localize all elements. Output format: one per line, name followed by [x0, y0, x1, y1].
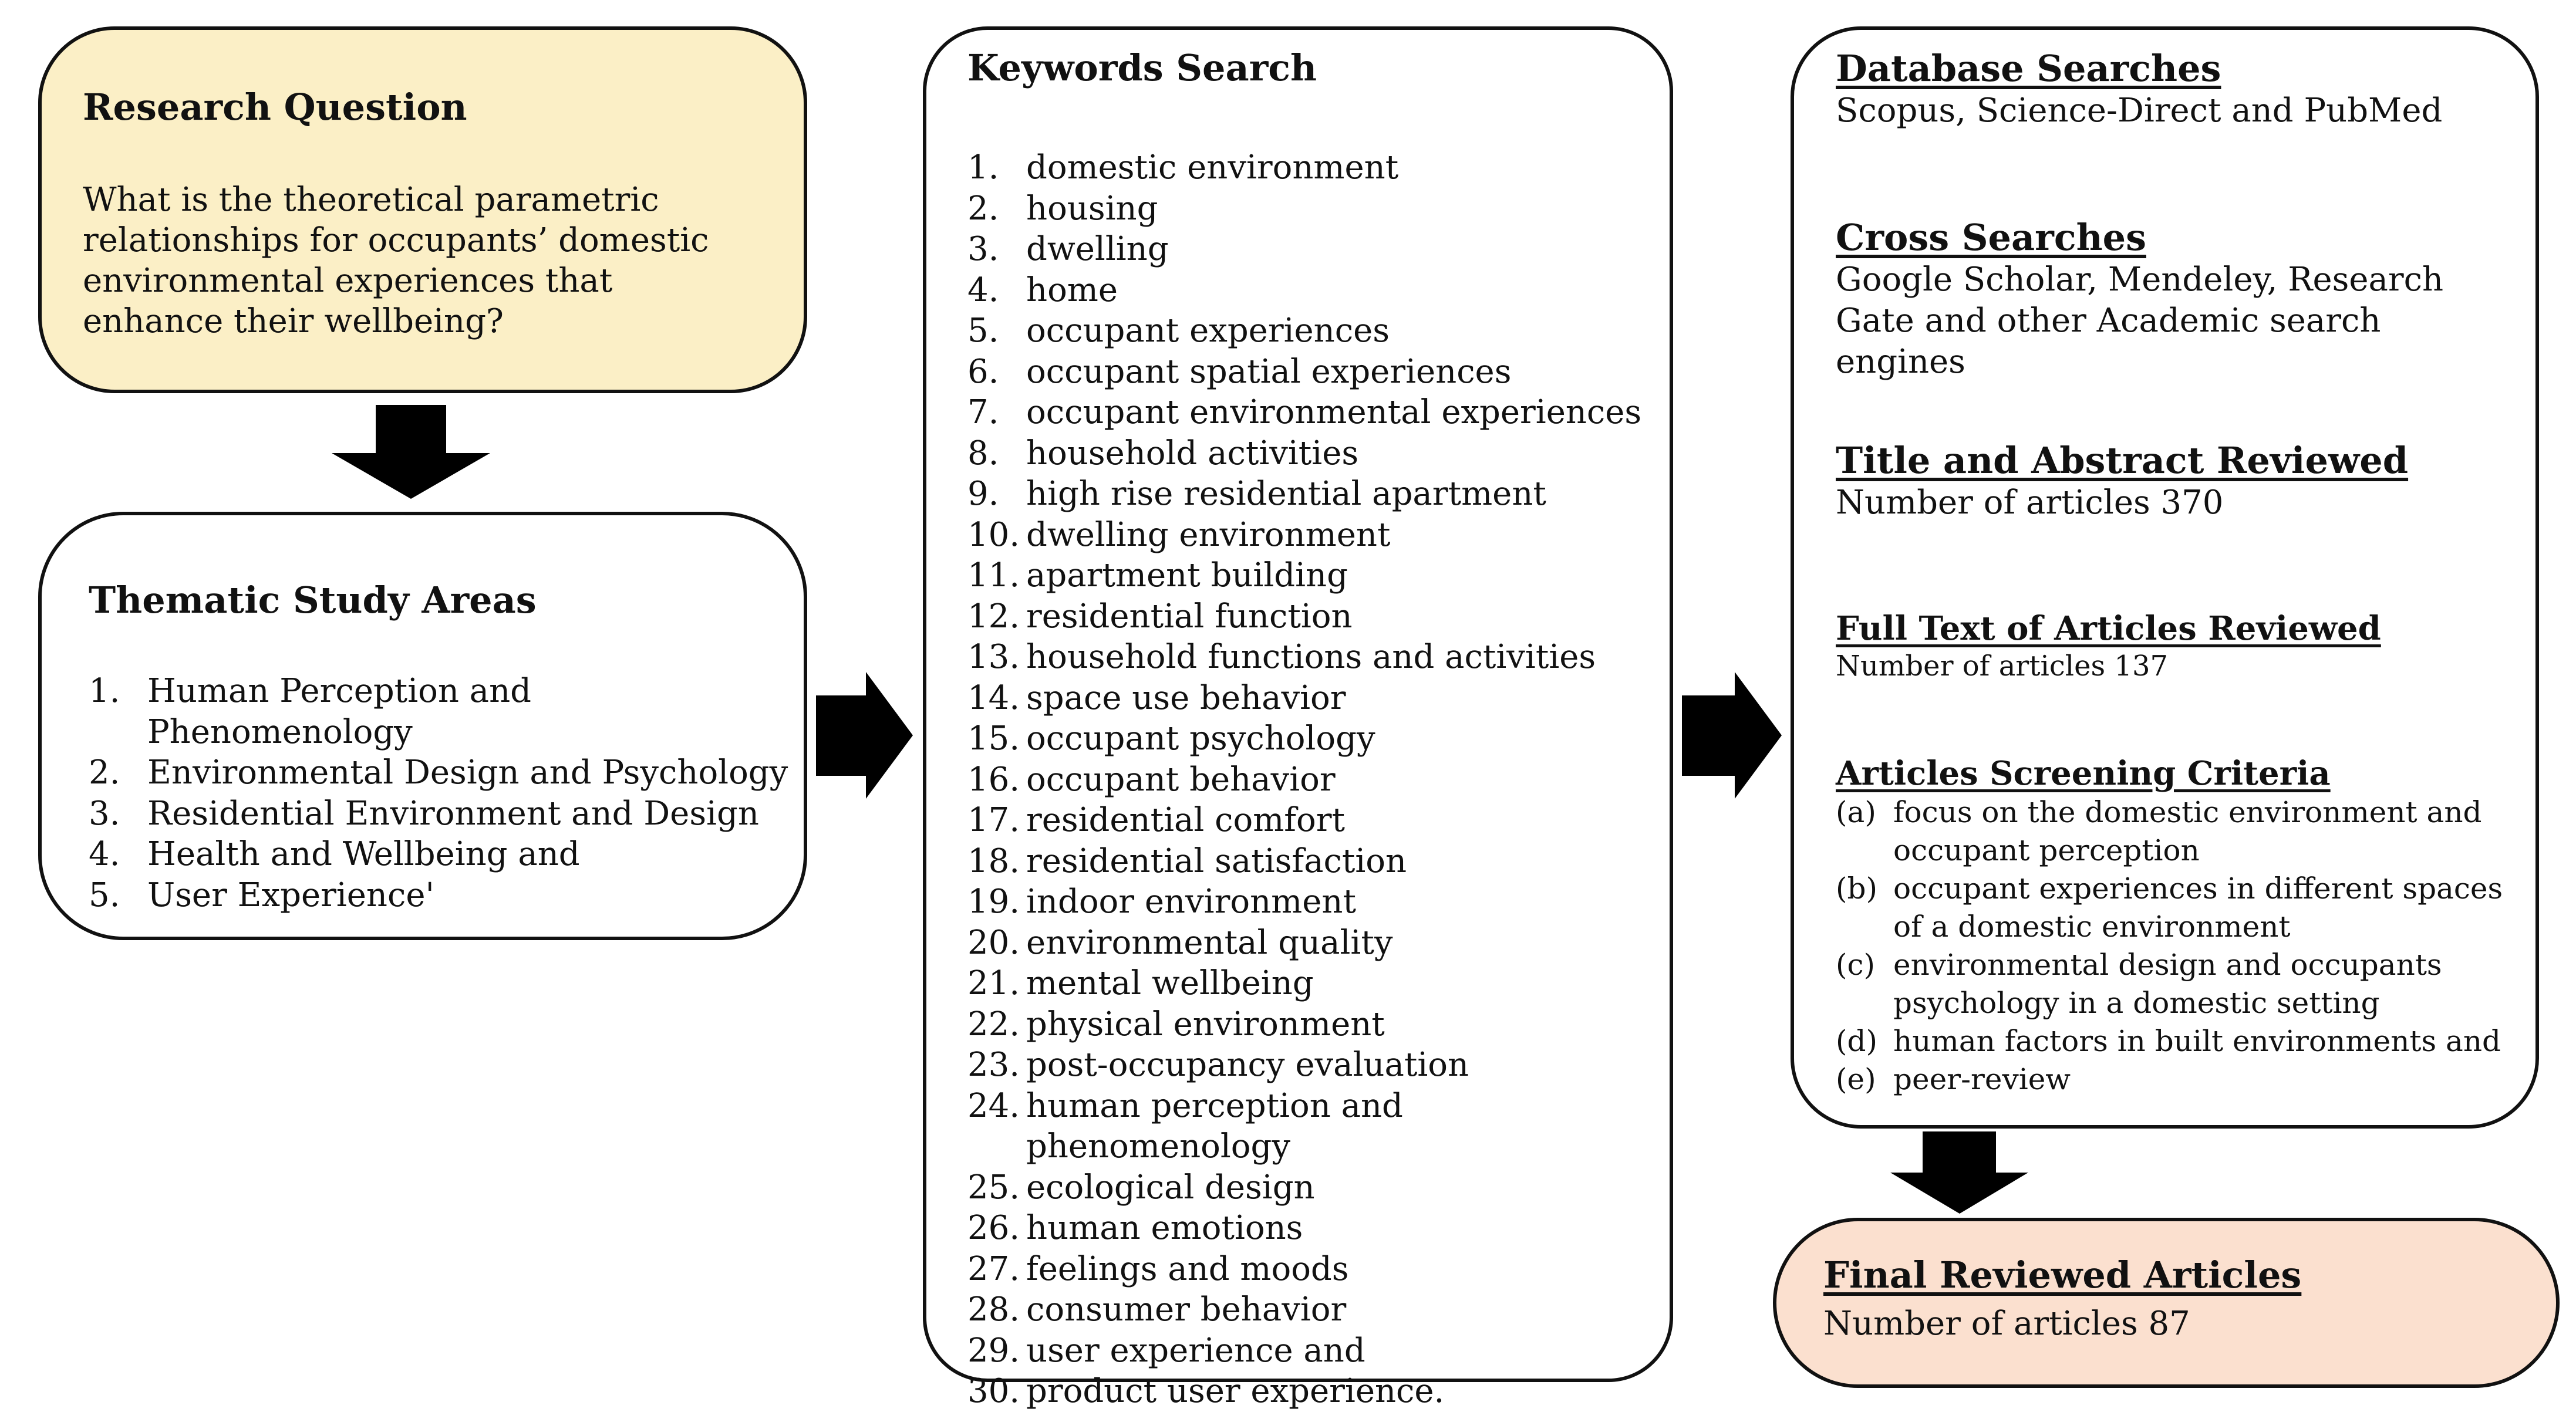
- arrow-right-thematic-to-keywords: [816, 672, 913, 799]
- title-abstract-section: Title and Abstract Reviewed Number of ar…: [1836, 439, 2511, 523]
- thematic-title: Thematic Study Areas: [89, 579, 537, 621]
- full-text-text: Number of articles 137: [1836, 650, 2169, 683]
- list-item: 23.post-occupancy evaluation: [967, 1046, 1469, 1084]
- final-reviewed-articles-box: Final Reviewed Articles Number of articl…: [1773, 1218, 2560, 1388]
- list-item: 19.indoor environment: [967, 883, 1356, 921]
- cross-searches-title: Cross Searches: [1836, 216, 2146, 259]
- thematic-study-areas-box: Thematic Study Areas 1.Human Perception …: [38, 512, 807, 940]
- database-searches-text: Scopus, Science-Direct and PubMed: [1836, 92, 2443, 130]
- list-item: 13.household functions and activities: [967, 638, 1596, 676]
- arrow-down-research-to-thematic: [332, 405, 490, 499]
- screening-criteria-title: Articles Screening Criteria: [1836, 754, 2331, 793]
- research-question-text: What is the theoretical parametric relat…: [83, 181, 709, 340]
- list-item: 8.household activities: [967, 434, 1359, 472]
- list-item: 4.home: [967, 271, 1118, 309]
- list-item: 25.ecological design: [967, 1168, 1315, 1207]
- list-item: 5.User Experience': [89, 876, 434, 914]
- list-item: (a)focus on the domestic environment and…: [1836, 795, 2482, 868]
- list-item: 5.occupant experiences: [967, 312, 1390, 350]
- research-question-title: Research Question: [83, 86, 467, 129]
- list-item: 3.dwelling: [967, 230, 1169, 268]
- research-question-box: Research Question What is the theoretica…: [38, 26, 807, 393]
- thematic-list: 1.Human Perception and Phenomenology 2.E…: [89, 671, 793, 916]
- list-item: 3.Residential Environment and Design: [89, 794, 759, 833]
- database-searches-section: Database Searches Scopus, Science-Direct…: [1836, 47, 2511, 131]
- list-item: 7.occupant environmental experiences: [967, 393, 1642, 431]
- list-item: 29.user experience and: [967, 1331, 1365, 1370]
- list-item: 20.environmental quality: [967, 923, 1393, 962]
- list-item: 12.residential function: [967, 597, 1353, 636]
- list-item: 27.feelings and moods: [967, 1249, 1349, 1288]
- list-item: 1.domestic environment: [967, 148, 1399, 187]
- list-item: 28.consumer behavior: [967, 1291, 1347, 1329]
- list-item: (b)occupant experiences in different spa…: [1836, 871, 2503, 944]
- list-item: 2.housing: [967, 189, 1158, 228]
- screening-criteria-section: Articles Screening Criteria (a)focus on …: [1836, 754, 2517, 1099]
- arrow-down-process-to-final: [1890, 1131, 2028, 1214]
- list-item: (e)peer-review: [1836, 1062, 2071, 1097]
- title-abstract-text: Number of articles 370: [1836, 484, 2224, 522]
- list-item: 30.product user experience.: [967, 1372, 1445, 1410]
- keywords-list: 1.domestic environment 2.housing 3.dwell…: [967, 147, 1660, 1412]
- keywords-search-box: Keywords Search 1.domestic environment 2…: [923, 26, 1673, 1410]
- title-abstract-title: Title and Abstract Reviewed: [1836, 439, 2409, 482]
- list-item: 10.dwelling environment: [967, 515, 1391, 554]
- final-reviewed-title: Final Reviewed Articles: [1823, 1254, 2302, 1296]
- full-text-section: Full Text of Articles Reviewed Number of…: [1836, 609, 2511, 684]
- list-item: (c)environmental design and occupants ps…: [1836, 948, 2442, 1021]
- list-item: 14.space use behavior: [967, 678, 1346, 717]
- list-item: 16.occupant behavior: [967, 760, 1336, 799]
- cross-searches-text: Google Scholar, Mendeley, Research Gate …: [1836, 261, 2444, 381]
- list-item: 2.Environmental Design and Psychology: [89, 754, 788, 792]
- screening-criteria-list: (a)focus on the domestic environment and…: [1836, 793, 2517, 1099]
- database-searches-title: Database Searches: [1836, 47, 2221, 90]
- list-item: 26.human emotions: [967, 1209, 1303, 1247]
- list-item: 22.physical environment: [967, 1005, 1385, 1043]
- list-item: 1.Human Perception and Phenomenology: [89, 672, 531, 751]
- list-item: 17.residential comfort: [967, 801, 1346, 839]
- list-item: 4.Health and Wellbeing and: [89, 835, 580, 873]
- arrow-right-keywords-to-process: [1682, 672, 1782, 799]
- list-item: 21.mental wellbeing: [967, 964, 1314, 1002]
- full-text-title: Full Text of Articles Reviewed: [1836, 609, 2381, 648]
- list-item: 24.human perception and phenomenology: [967, 1086, 1403, 1166]
- keywords-title: Keywords Search: [967, 46, 1317, 89]
- list-item: 9.high rise residential apartment: [967, 475, 1546, 513]
- list-item: (d)human factors in built environments a…: [1836, 1024, 2501, 1059]
- list-item: 15.occupant psychology: [967, 719, 1375, 758]
- list-item: 11.apartment building: [967, 556, 1348, 594]
- list-item: 6.occupant spatial experiences: [967, 352, 1512, 391]
- cross-searches-section: Cross Searches Google Scholar, Mendeley,…: [1836, 216, 2511, 383]
- final-reviewed-text: Number of articles 87: [1823, 1305, 2190, 1343]
- list-item: 18.residential satisfaction: [967, 842, 1407, 880]
- search-process-box: [1791, 26, 2539, 1129]
